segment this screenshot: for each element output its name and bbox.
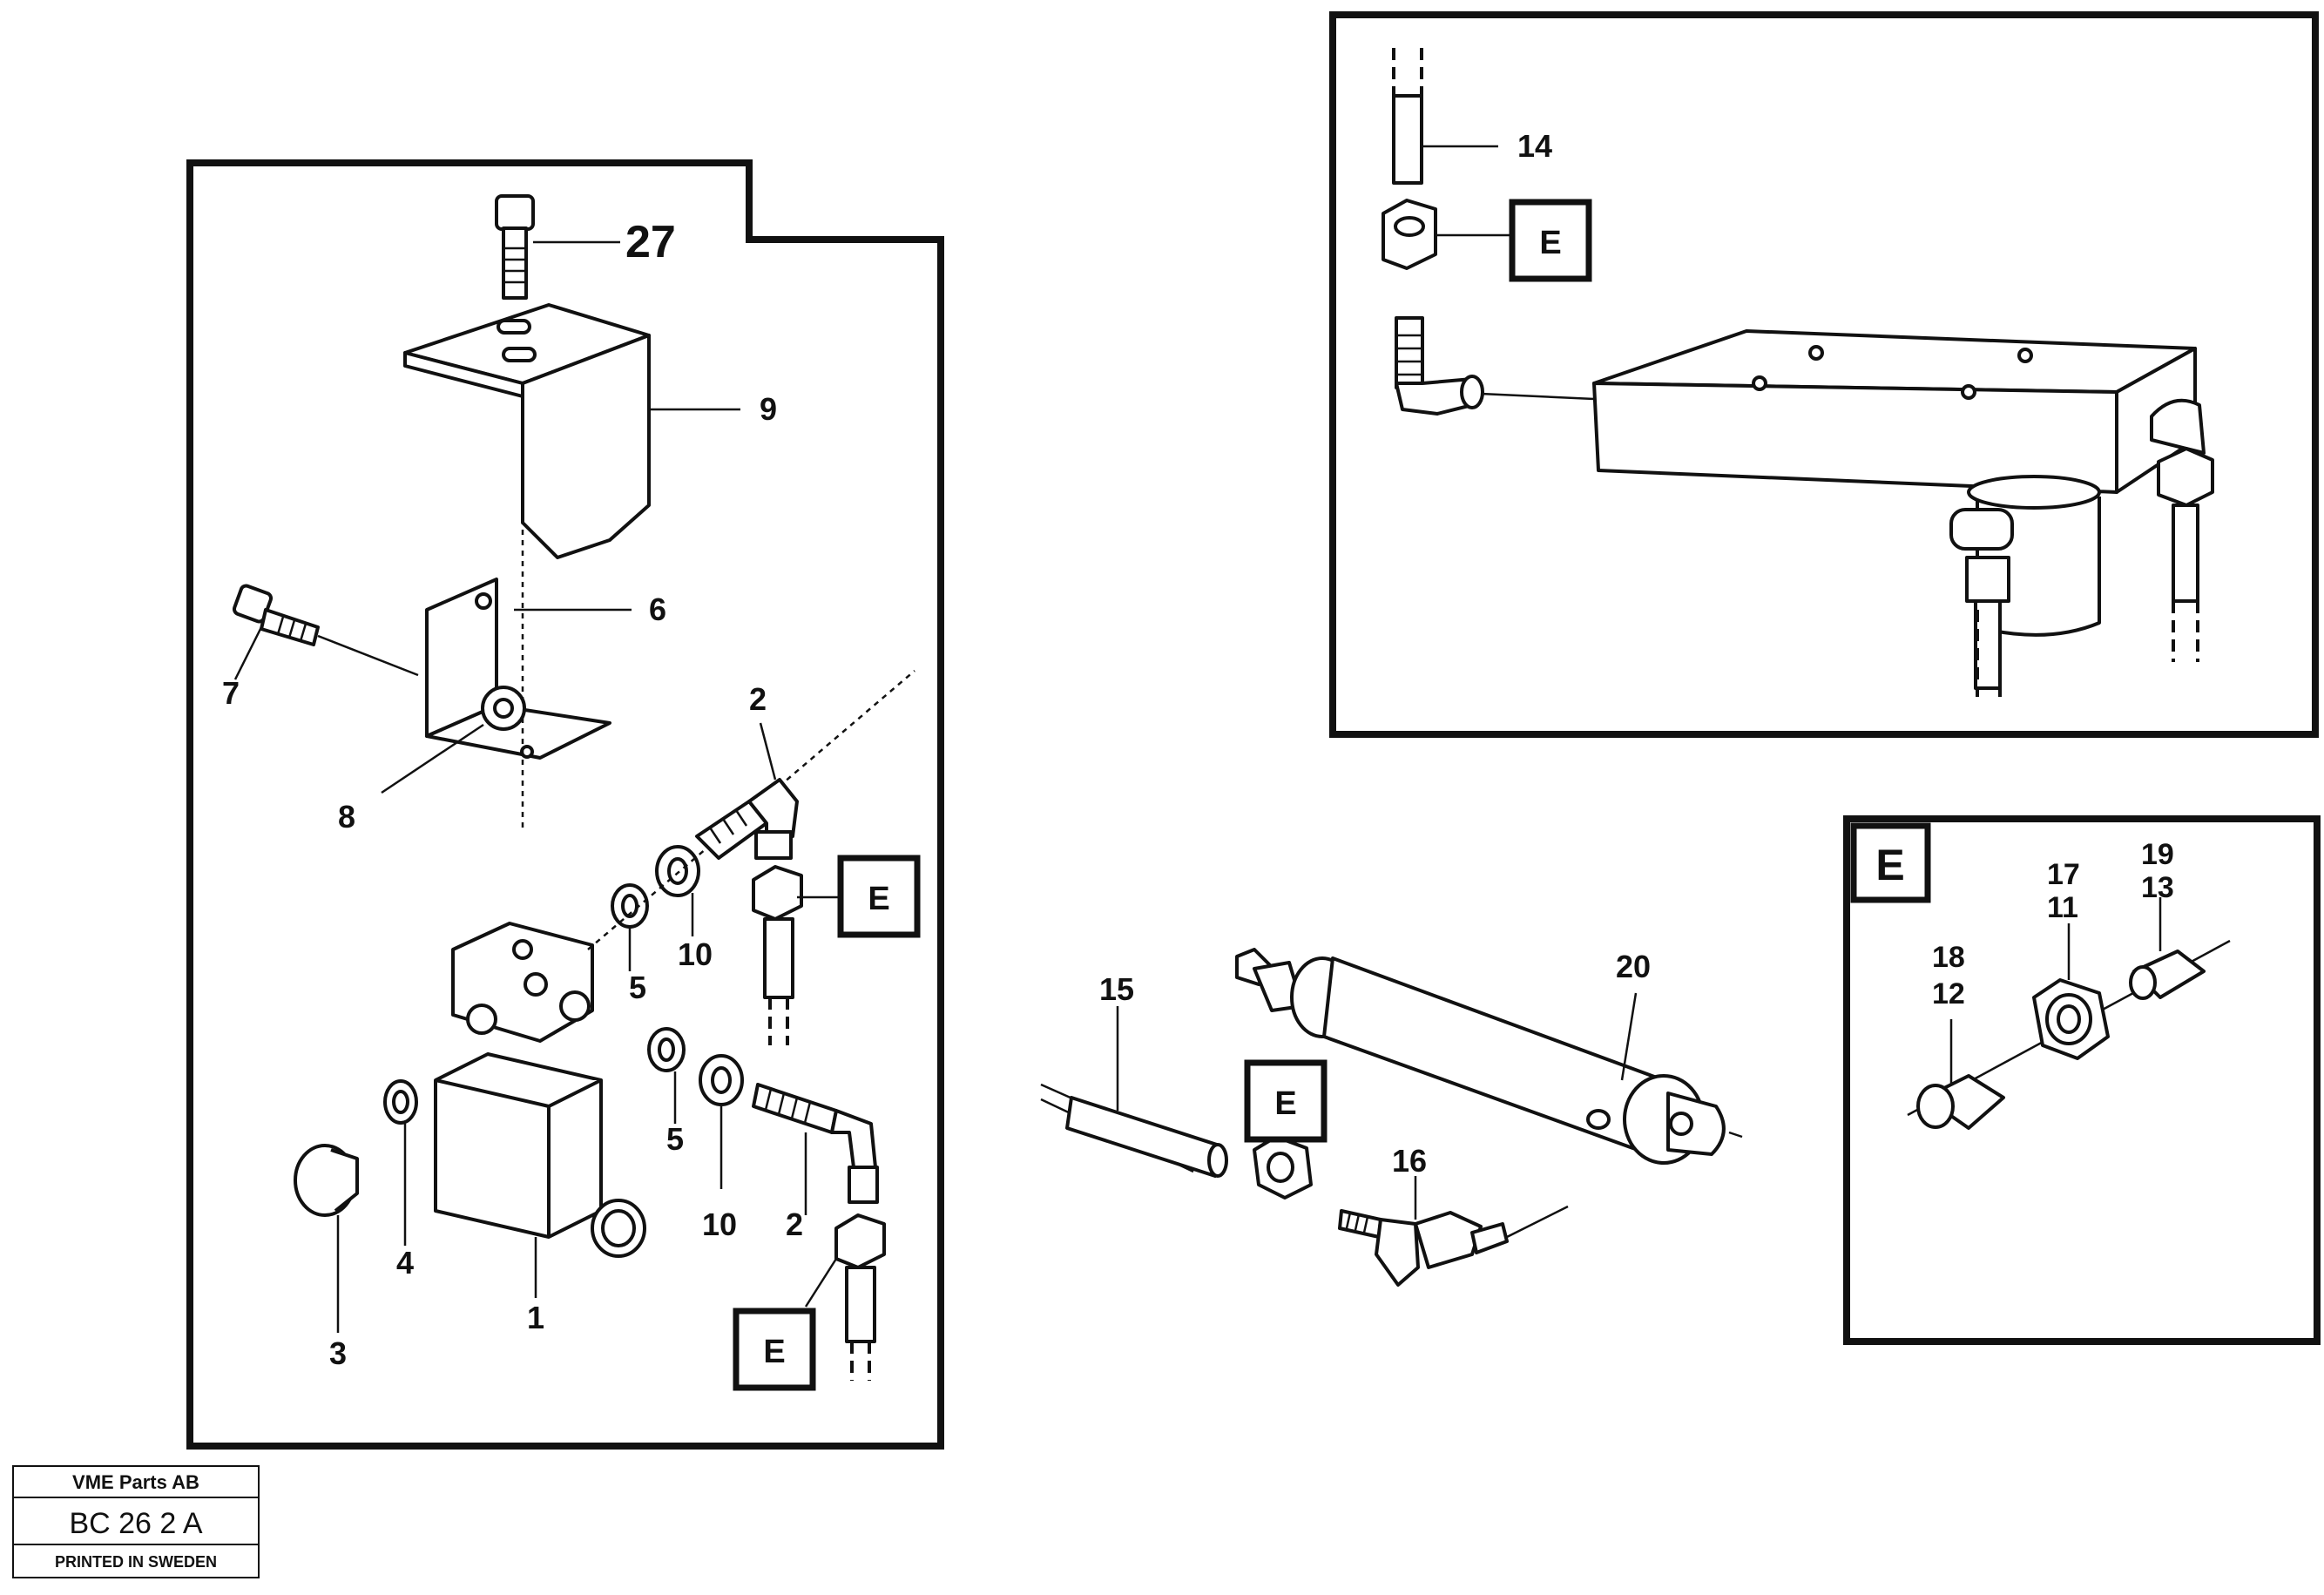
bracket-9 [403, 303, 651, 559]
callout-20: 20 [1616, 949, 1651, 984]
parts-stamp: VME Parts AB BC 26 2 A PRINTED IN SWEDEN [12, 1465, 260, 1578]
detail-e-frame [1843, 815, 2321, 1345]
callout-13: 13 [2141, 871, 2174, 904]
mounting-detail-frame [1329, 11, 2319, 738]
nut-15 [1253, 1135, 1313, 1200]
callout-11: 11 [2047, 891, 2078, 924]
detail-tag-e-4: E [1244, 1059, 1328, 1143]
washer-5-upper [611, 883, 649, 929]
callout-7: 7 [222, 675, 240, 711]
callout-15: 15 [1099, 971, 1134, 1007]
pipe-15 [1040, 1083, 1228, 1178]
detail-e-title: E [1875, 841, 1904, 889]
detail-tag-e-1-label: E [868, 881, 889, 917]
nut-8 [481, 686, 526, 731]
plug-3 [294, 1144, 359, 1217]
callout-14: 14 [1517, 128, 1552, 164]
main-assembly-frame [186, 159, 944, 1450]
detail-tag-e-3-label: E [1539, 225, 1561, 261]
nut-10-lower [699, 1054, 744, 1106]
callout-12: 12 [1932, 977, 1965, 1010]
elbow-fitting-right [2150, 398, 2214, 662]
bracket-6 [425, 578, 611, 760]
pipe-nut-lower [834, 1213, 886, 1381]
callout-8: 8 [338, 799, 355, 835]
nut-10-upper [655, 845, 700, 897]
callout-18: 18 [1932, 941, 1965, 974]
washer-4 [383, 1079, 418, 1125]
callout-3: 3 [329, 1335, 347, 1371]
elbow-fitting-top [1395, 316, 1484, 416]
valve-1 [434, 922, 646, 1258]
callout-1: 1 [527, 1300, 544, 1335]
callout-6: 6 [649, 591, 666, 627]
callout-5-lower: 5 [666, 1121, 684, 1157]
pipe-14 [1392, 48, 1423, 185]
elbow-16 [1338, 1209, 1509, 1287]
callout-17: 17 [2047, 858, 2080, 891]
stamp-code: BC 26 2 A [69, 1507, 202, 1540]
callout-16: 16 [1392, 1143, 1427, 1179]
clamp-cylinder [1949, 475, 2101, 697]
callout-2-lower: 2 [786, 1206, 803, 1242]
sleeve-12 [1916, 1074, 2005, 1130]
detail-tag-e-2-label: E [763, 1334, 785, 1370]
callout-2-upper: 2 [749, 681, 767, 717]
elbow-2-lower [752, 1083, 879, 1204]
stamp-printed: PRINTED IN SWEDEN [55, 1553, 217, 1571]
detail-tag-e-2: E [733, 1308, 816, 1391]
detail-tag-e-1: E [837, 855, 921, 938]
pipe-nut-upper [752, 865, 803, 1045]
nut-14 [1382, 199, 1437, 270]
detail-e-header: E [1850, 822, 1931, 903]
stamp-company: VME Parts AB [72, 1471, 199, 1493]
callout-19: 19 [2141, 838, 2174, 871]
callout-5-upper: 5 [629, 970, 646, 1005]
sleeve-13 [2129, 950, 2206, 1000]
nut-11 [2032, 978, 2110, 1060]
elbow-2-upper [695, 778, 799, 860]
cylinder-20 [1235, 948, 1743, 1165]
bolt-7 [232, 584, 320, 646]
mounting-block [1592, 329, 2197, 494]
detail-tag-e-3: E [1509, 199, 1592, 282]
bolt-27 [495, 194, 535, 300]
callout-27: 27 [625, 217, 676, 267]
callout-4: 4 [396, 1245, 414, 1281]
callout-10-lower: 10 [702, 1206, 737, 1242]
detail-tag-e-4-label: E [1274, 1085, 1296, 1122]
washer-5-lower [647, 1027, 686, 1072]
callout-10-upper: 10 [678, 936, 713, 972]
callout-9: 9 [760, 391, 777, 427]
